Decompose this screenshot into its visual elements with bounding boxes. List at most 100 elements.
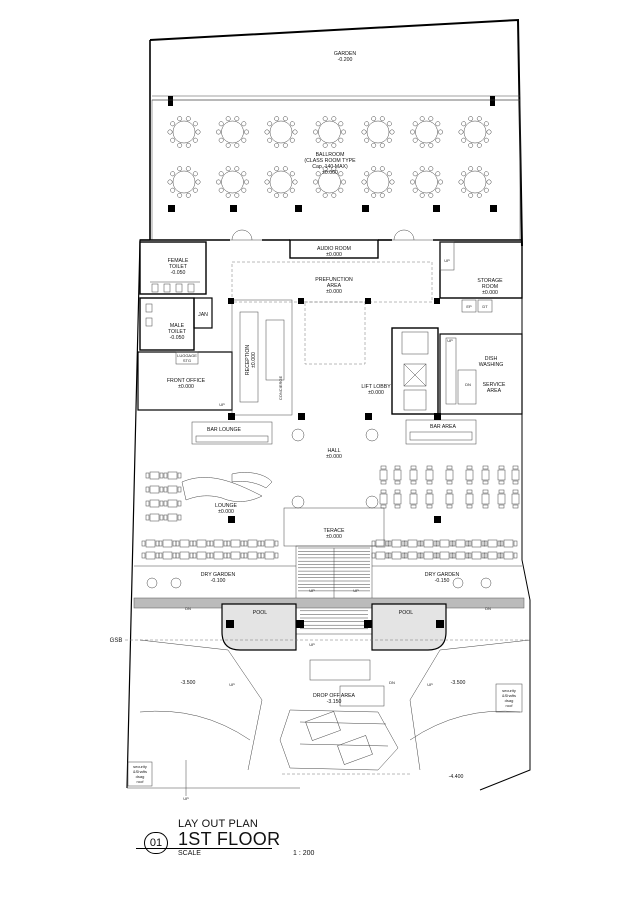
female-toilet-level: -0.050 [171,270,186,276]
audio-room-label: AUDIO ROOM [317,246,351,252]
hall: HALL ±0.000 [291,428,379,509]
prefunction-level: ±0.000 [326,289,342,295]
lounge-table [260,539,279,548]
lounge-table [387,551,406,560]
ep-label: EP [466,304,472,309]
ballroom-tables [167,116,492,198]
jan-label: JAN [198,312,208,318]
right-tables [371,465,520,560]
audio-room: AUDIO ROOM ±0.000 [289,239,379,259]
dt-label: DT [482,304,488,309]
lounge-table [175,551,194,560]
booth-table [465,489,474,509]
storage-label2: ROOM [482,284,498,290]
booth-table [409,465,418,485]
gsb-label: GSB [110,638,123,644]
security-left: security &Shafts dsag roof [127,761,153,787]
ballroom-level: ±0.000 [322,170,338,176]
luggage-label: LUGGAGE [177,353,197,358]
title-line1: LAY OUT PLAN [178,818,259,830]
lounge-table [141,551,160,560]
gsb-line: GSB [110,638,530,644]
svg-text:roof: roof [137,779,145,784]
lounge-table [483,551,502,560]
booth-table [481,489,490,509]
dry-garden-right-level: -0.150 [435,578,450,584]
lounge-table [387,539,406,548]
male-toilet-label2: TOILET [168,329,187,335]
bar-area-label: BAR AREA [430,424,456,430]
lift-lobby-label: LIFT LOBBY [361,384,391,390]
level-bottom: -4.400 [449,774,464,780]
lounge-table [260,551,279,560]
lounge-table [435,551,454,560]
hall-level: ±0.000 [326,454,342,460]
lounge-table [163,499,182,508]
lounge-table [435,539,454,548]
booth-table [497,489,506,509]
booth-table [425,465,434,485]
front-office-up: UP [219,402,225,407]
female-toilet-label: FEMALE [168,258,189,264]
lounge-table [158,539,177,548]
lounge-table [192,551,211,560]
reception-level: ±0.000 [251,352,257,368]
ballroom: BALLROOM (CLASS ROOM TYPE Cap. 140 MAX) … [151,99,521,241]
lounge-table [451,551,470,560]
svg-text:security: security [133,764,147,769]
dry-garden-left-label: DRY GARDEN [201,572,236,578]
booth-table [497,465,506,485]
lounge-table [467,551,486,560]
storage-up: UP [444,258,450,263]
booth-table [445,489,454,509]
site-boundary [126,18,531,791]
front-office-level: ±0.000 [178,384,194,390]
lift-lobby-level: ±0.000 [368,390,384,396]
reception-area: RECEPTION ±0.000 CONCIERGE [231,299,293,416]
lounge-table [226,551,245,560]
lounge-label: LOUNGE [215,503,237,509]
svg-text:dsag: dsag [136,774,145,779]
prefunction-area: PREFUNCTION AREA ±0.000 [228,261,440,365]
dry-garden-left-level: -0.100 [211,578,226,584]
round-table [216,166,249,198]
svg-text:&Shafts: &Shafts [502,693,516,698]
lounge-table [419,539,438,548]
round-table [313,116,346,148]
ramp-up-right: UP [427,682,433,687]
lounge-table [243,551,262,560]
dish-label: DISH [485,356,498,362]
svg-text:security: security [502,688,516,693]
service-zone: UP STORAGE ROOM ±0.000 EP DT UP DN DISH … [439,241,523,415]
front-office-label: FRONT OFFICE [167,378,206,384]
svg-text:&Shafts: &Shafts [133,769,147,774]
round-table [264,166,298,198]
lounge-table [141,539,160,548]
round-table [313,166,346,198]
lounge-table [209,551,228,560]
lounge-table [145,471,164,480]
stair-up-left: UP [309,588,315,593]
male-toilet-level: -0.050 [170,335,185,341]
booth-table [445,465,454,485]
service-label2: AREA [487,388,502,394]
lounge-tables [141,471,279,560]
terace-level: ±0.000 [326,534,342,540]
lift-lobby: LIFT LOBBY ±0.000 [361,327,439,415]
pool-right-label: POOL [399,610,414,616]
ballroom-cap: Cap. 140 MAX) [312,164,348,170]
ramp-up-bottom: UP [183,796,189,801]
round-table [167,166,201,198]
drop-off-zone: DROP OFF AREA -3.150 DN UP UP UP -3.500 … [139,639,531,801]
lounge-table [163,513,182,522]
female-toilet-label2: TOILET [169,264,188,270]
booth-table [425,489,434,509]
ballroom-sub: (CLASS ROOM TYPE [304,158,356,164]
scale-label: SCALE [178,850,201,857]
reception-label: RECEPTION [245,345,251,376]
ramp-up-left: UP [229,682,235,687]
prefunction-label2: AREA [327,283,342,289]
lounge-table [403,539,422,548]
male-toilet-label: MALE [170,323,185,329]
